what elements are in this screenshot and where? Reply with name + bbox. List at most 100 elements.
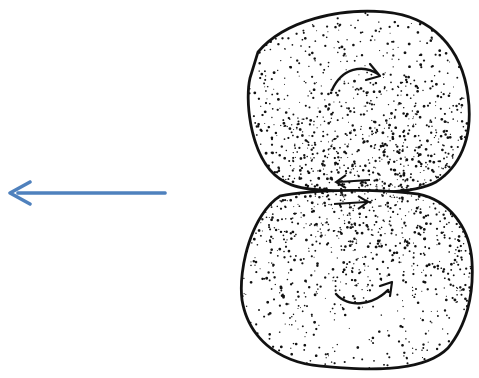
stipple-dot bbox=[389, 207, 391, 209]
stipple-dot bbox=[340, 229, 341, 230]
stipple-dot bbox=[461, 250, 462, 251]
stipple-dot bbox=[316, 116, 318, 118]
stipple-dot bbox=[396, 160, 397, 161]
stipple-dot bbox=[361, 289, 362, 290]
stipple-dot bbox=[403, 107, 404, 108]
stipple-dot bbox=[278, 154, 281, 157]
stipple-dot bbox=[379, 179, 380, 180]
stipple-dot bbox=[352, 154, 353, 155]
stipple-dot bbox=[376, 268, 378, 270]
stipple-dot bbox=[321, 163, 324, 166]
stipple-dot bbox=[403, 142, 404, 143]
stipple-dot bbox=[395, 234, 397, 236]
stipple-dot bbox=[345, 273, 347, 275]
stipple-dot bbox=[432, 161, 435, 164]
stipple-dot bbox=[371, 284, 373, 286]
stipple-dot bbox=[382, 185, 383, 186]
stipple-dot bbox=[277, 206, 279, 208]
stipple-dot bbox=[435, 54, 437, 56]
stipple-dot bbox=[290, 348, 291, 349]
stipple-dot bbox=[373, 133, 374, 134]
stipple-dot bbox=[292, 231, 295, 234]
stipple-dot bbox=[431, 322, 432, 323]
stipple-dot bbox=[411, 265, 412, 266]
stipple-dot bbox=[439, 220, 441, 222]
stipple-dot bbox=[427, 105, 429, 107]
stipple-dot bbox=[314, 293, 316, 295]
stipple-dot bbox=[350, 206, 352, 208]
stipple-dot bbox=[420, 66, 422, 68]
stipple-dot bbox=[343, 183, 345, 185]
stipple-dot bbox=[372, 306, 374, 308]
stipple-dot bbox=[276, 93, 278, 95]
stipple-dot bbox=[376, 186, 377, 187]
stipple-dot bbox=[319, 169, 322, 172]
stipple-dot bbox=[270, 236, 272, 238]
stipple-dot bbox=[401, 186, 403, 188]
stipple-dot bbox=[375, 199, 376, 200]
stipple-dot bbox=[290, 232, 292, 234]
stipple-dot bbox=[413, 94, 414, 95]
stipple-dot bbox=[447, 153, 449, 155]
stipple-dot bbox=[402, 300, 403, 301]
stipple-dot bbox=[397, 25, 399, 27]
stipple-dot bbox=[337, 344, 338, 345]
stipple-dot bbox=[271, 206, 273, 208]
stipple-dot bbox=[414, 245, 417, 248]
stipple-dot bbox=[412, 348, 413, 349]
stipple-dot bbox=[287, 178, 289, 180]
stipple-dot bbox=[453, 262, 455, 264]
stipple-dot bbox=[392, 185, 393, 186]
stipple-dot bbox=[343, 165, 345, 167]
stipple-dot bbox=[294, 144, 295, 145]
stipple-dot bbox=[374, 144, 376, 146]
stipple-dot bbox=[352, 226, 354, 228]
stipple-dot bbox=[403, 170, 405, 172]
stipple-dot bbox=[425, 182, 426, 183]
stipple-dot bbox=[300, 307, 301, 308]
stipple-dot bbox=[333, 101, 334, 102]
stipple-dot bbox=[297, 308, 298, 309]
stipple-dot bbox=[405, 225, 407, 227]
stipple-dot bbox=[354, 191, 355, 192]
stipple-dot bbox=[271, 152, 274, 155]
stipple-dot bbox=[368, 367, 370, 369]
stipple-dot bbox=[291, 124, 292, 125]
stipple-dot bbox=[319, 216, 321, 218]
stipple-dot bbox=[429, 223, 431, 225]
stipple-dot bbox=[324, 45, 326, 47]
stipple-dot bbox=[439, 261, 440, 262]
stipple-dot bbox=[442, 270, 445, 273]
stipple-dot bbox=[375, 132, 377, 134]
stipple-dot bbox=[293, 343, 294, 344]
stipple-dot bbox=[299, 205, 301, 207]
stipple-dot bbox=[447, 273, 449, 275]
stipple-dot bbox=[383, 187, 385, 189]
stipple-dot bbox=[356, 151, 358, 153]
stipple-dot bbox=[412, 295, 413, 296]
stipple-dot bbox=[394, 173, 397, 176]
stipple-dot bbox=[359, 200, 360, 201]
stipple-dot bbox=[250, 261, 251, 262]
stipple-dot bbox=[271, 144, 273, 146]
stipple-dot bbox=[422, 90, 423, 91]
stipple-dot bbox=[392, 211, 394, 213]
stipple-dot bbox=[295, 320, 296, 321]
stipple-dot bbox=[378, 21, 379, 22]
stipple-dot bbox=[289, 324, 290, 325]
stipple-dot bbox=[279, 331, 281, 333]
stipple-dot bbox=[351, 191, 353, 193]
stipple-dot bbox=[419, 23, 421, 25]
stipple-dot bbox=[413, 79, 415, 81]
stipple-dot bbox=[279, 292, 280, 293]
stipple-dot bbox=[463, 126, 465, 128]
stipple-dot bbox=[297, 123, 299, 125]
stipple-dot bbox=[295, 157, 296, 158]
stipple-dot bbox=[287, 95, 289, 97]
stipple-dot bbox=[367, 290, 368, 291]
stipple-dot bbox=[247, 251, 249, 253]
stipple-dot bbox=[332, 280, 333, 281]
stipple-dot bbox=[398, 47, 399, 48]
stipple-dot bbox=[396, 294, 398, 296]
stipple-dot bbox=[415, 135, 416, 136]
